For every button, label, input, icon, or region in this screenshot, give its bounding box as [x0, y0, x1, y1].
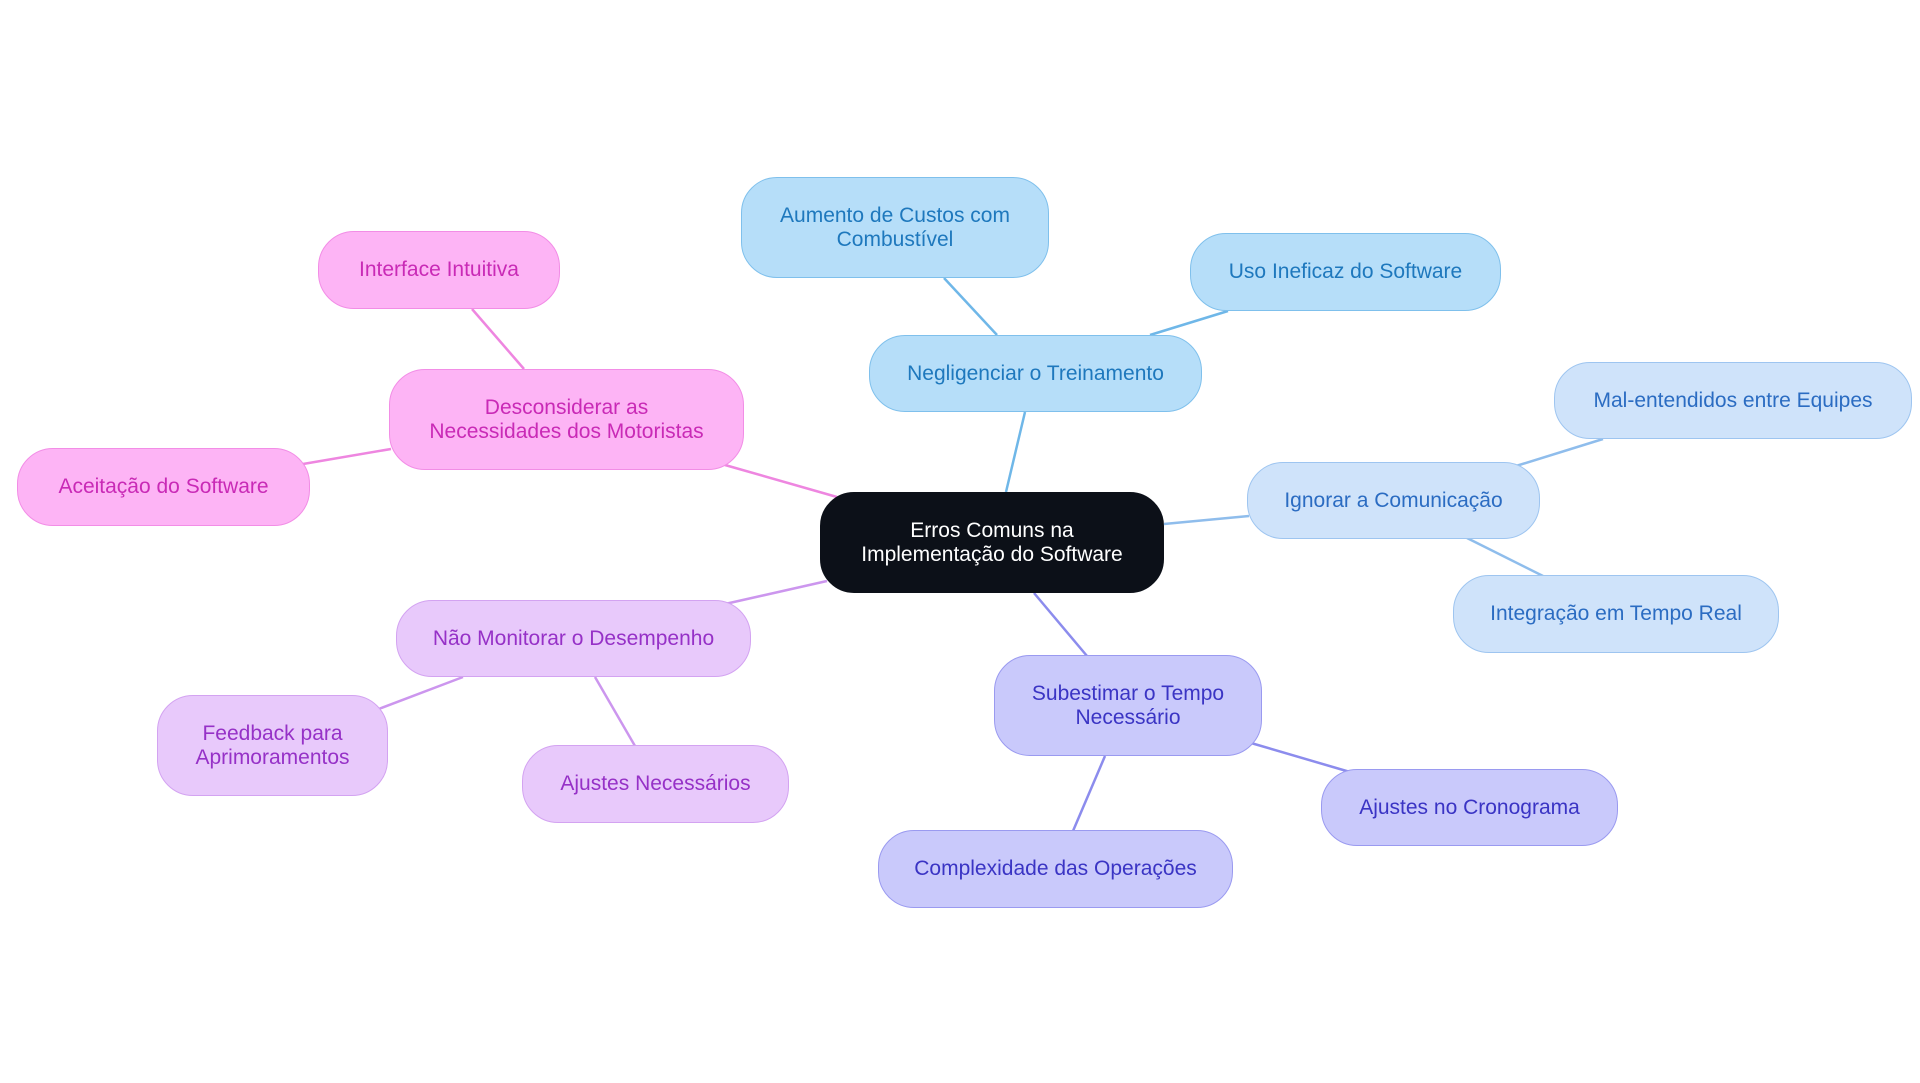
leaf-label: Aceitação do Software	[58, 475, 269, 499]
leaf-label: Ajustes no Cronograma	[1359, 795, 1580, 819]
leaf-node-ajustes-necessarios: Ajustes Necessários	[522, 745, 789, 823]
edge-root-b2	[1163, 514, 1250, 526]
edge-b3-b3c1	[1250, 741, 1351, 774]
leaf-node-uso-ineficaz: Uso Ineficaz do Software	[1190, 233, 1501, 311]
edge-b5-b5c1	[471, 308, 525, 370]
leaf-label: Aumento de Custos com Combustível	[780, 203, 1010, 251]
root-label: Erros Comuns na Implementação do Softwar…	[861, 518, 1123, 566]
branch-label: Subestimar o Tempo Necessário	[1031, 681, 1225, 729]
leaf-label: Uso Ineficaz do Software	[1228, 260, 1463, 284]
branch-label: Não Monitorar o Desempenho	[432, 626, 715, 650]
branch-node-desconsiderar-motoristas: Desconsiderar as Necessidades dos Motori…	[389, 369, 744, 470]
edge-b3-b3c2	[1071, 755, 1107, 832]
leaf-label: Interface Intuitiva	[359, 258, 519, 282]
edge-root-b3	[1033, 592, 1088, 657]
edge-b1-b1c2	[1149, 309, 1229, 337]
edge-root-b1	[1004, 411, 1027, 493]
branch-node-nao-monitorar: Não Monitorar o Desempenho	[396, 600, 751, 677]
leaf-label: Mal-entendidos entre Equipes	[1593, 388, 1873, 412]
branch-node-negligenciar-treinamento: Negligenciar o Treinamento	[869, 335, 1202, 412]
edge-b2-b2c1	[1515, 437, 1604, 468]
leaf-label: Integração em Tempo Real	[1490, 602, 1742, 626]
leaf-node-ajustes-cronograma: Ajustes no Cronograma	[1321, 769, 1618, 846]
edge-b4-b4c1	[375, 675, 464, 712]
branch-label: Desconsiderar as Necessidades dos Motori…	[429, 395, 704, 443]
leaf-node-complexidade-operacoes: Complexidade das Operações	[878, 830, 1233, 908]
leaf-node-interface-intuitiva: Interface Intuitiva	[318, 231, 560, 309]
leaf-node-feedback-aprimoramentos: Feedback para Aprimoramentos	[157, 695, 388, 796]
branch-label: Ignorar a Comunicação	[1284, 488, 1503, 512]
branch-node-subestimar-tempo: Subestimar o Tempo Necessário	[994, 655, 1262, 756]
edge-b2-b2c2	[1466, 536, 1544, 578]
edge-root-b4	[724, 579, 828, 606]
leaf-node-aumento-custos: Aumento de Custos com Combustível	[741, 177, 1049, 278]
leaf-node-mal-entendidos: Mal-entendidos entre Equipes	[1554, 362, 1912, 439]
edge-b5-b5c2	[302, 447, 392, 466]
leaf-label: Feedback para Aprimoramentos	[195, 721, 350, 769]
branch-label: Negligenciar o Treinamento	[907, 361, 1164, 385]
branch-node-ignorar-comunicacao: Ignorar a Comunicação	[1247, 462, 1540, 539]
leaf-node-integracao-tempo-real: Integração em Tempo Real	[1453, 575, 1779, 653]
leaf-node-aceitacao-software: Aceitação do Software	[17, 448, 310, 526]
leaf-label: Complexidade das Operações	[914, 857, 1197, 881]
edge-b1-b1c1	[943, 277, 998, 336]
root-node: Erros Comuns na Implementação do Softwar…	[820, 492, 1164, 593]
edge-b4-b4c2	[593, 676, 637, 747]
leaf-label: Ajustes Necessários	[560, 772, 751, 796]
edge-root-b5	[724, 463, 838, 499]
